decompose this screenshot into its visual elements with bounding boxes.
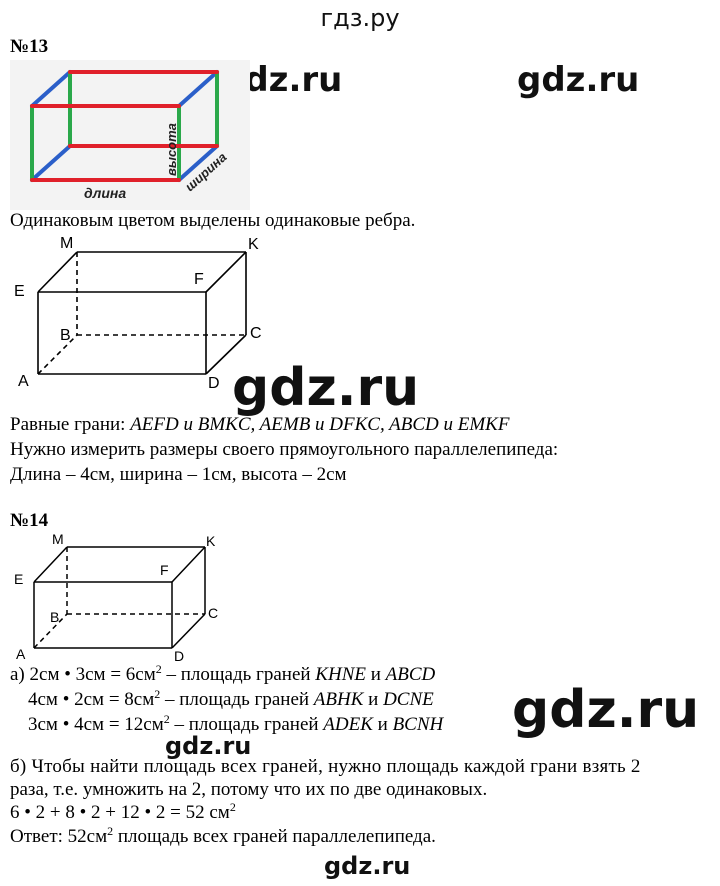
vertex-D: D (208, 375, 220, 392)
vertex-C: C (208, 605, 218, 621)
equal-faces-value: AEFD и BMKC, AEMB и DFKC, ABCD и EMKF (130, 414, 510, 435)
watermark: gdz.ru (324, 852, 411, 880)
width-edge (177, 70, 219, 108)
vertex-M: M (52, 531, 64, 547)
width-edge (30, 70, 72, 108)
colored-box-figure: длина высота ширина (10, 60, 250, 210)
equal-faces-label: Равные грани: (10, 414, 131, 435)
watermark: gdz.ru (512, 680, 700, 740)
watermark: gdz.ru (165, 732, 252, 760)
total-formula: 6 • 2 + 8 • 2 + 12 • 2 = 52 см2 (10, 800, 236, 823)
dimensions-line: Длина – 4см, ширина – 1см, высота – 2см (10, 464, 347, 485)
vertex-K: K (206, 533, 216, 549)
area-line-3: 3см • 4см = 12см2 – площадь граней ADEK … (28, 712, 444, 735)
vertex-F: F (194, 271, 204, 288)
vertex-K: K (248, 236, 259, 253)
site-header: гдз.ру (320, 4, 400, 32)
watermark: gdz.ru (232, 358, 420, 418)
vertex-C: C (250, 325, 262, 342)
vertex-B: B (60, 327, 71, 344)
vertex-A: A (18, 373, 29, 390)
measure-note: Нужно измерить размеры своего прямоуголь… (10, 439, 559, 460)
box-figure-14: M K E F B C A D (14, 531, 218, 664)
task-14-number: №14 (10, 510, 49, 531)
vertex-E: E (14, 283, 25, 300)
height-label: высота (164, 123, 179, 176)
part-b-line-2: раза, т.е. умножить на 2, потому что их … (10, 779, 488, 800)
answer-line: Ответ: 52см2 площадь всех граней паралле… (10, 824, 436, 847)
watermark: gdz.ru (517, 60, 640, 100)
vertex-E: E (14, 571, 23, 587)
colored-edges-note: Одинаковым цветом выделены одинаковые ре… (10, 210, 416, 231)
vertex-A: A (16, 646, 26, 662)
part-b-line-1: б) Чтобы найти площадь всех граней, нужн… (10, 756, 641, 777)
task-13-number: №13 (10, 36, 49, 57)
area-line-1: а) 2см • 3см = 6см2 – площадь граней KHN… (10, 662, 436, 685)
area-line-2: 4см • 2см = 8см2 – площадь граней ABHK и… (28, 687, 434, 710)
width-edge (177, 144, 219, 182)
width-edge (30, 144, 72, 182)
vertex-B: B (50, 609, 59, 625)
equal-faces-line: Равные грани: AEFD и BMKC, AEMB и DFKC, … (10, 414, 509, 436)
box-figure-13: M K E F B C A D (14, 235, 262, 392)
length-label: длина (84, 185, 126, 201)
vertex-F: F (160, 562, 169, 578)
vertex-D: D (174, 648, 184, 664)
vertex-M: M (60, 235, 73, 252)
